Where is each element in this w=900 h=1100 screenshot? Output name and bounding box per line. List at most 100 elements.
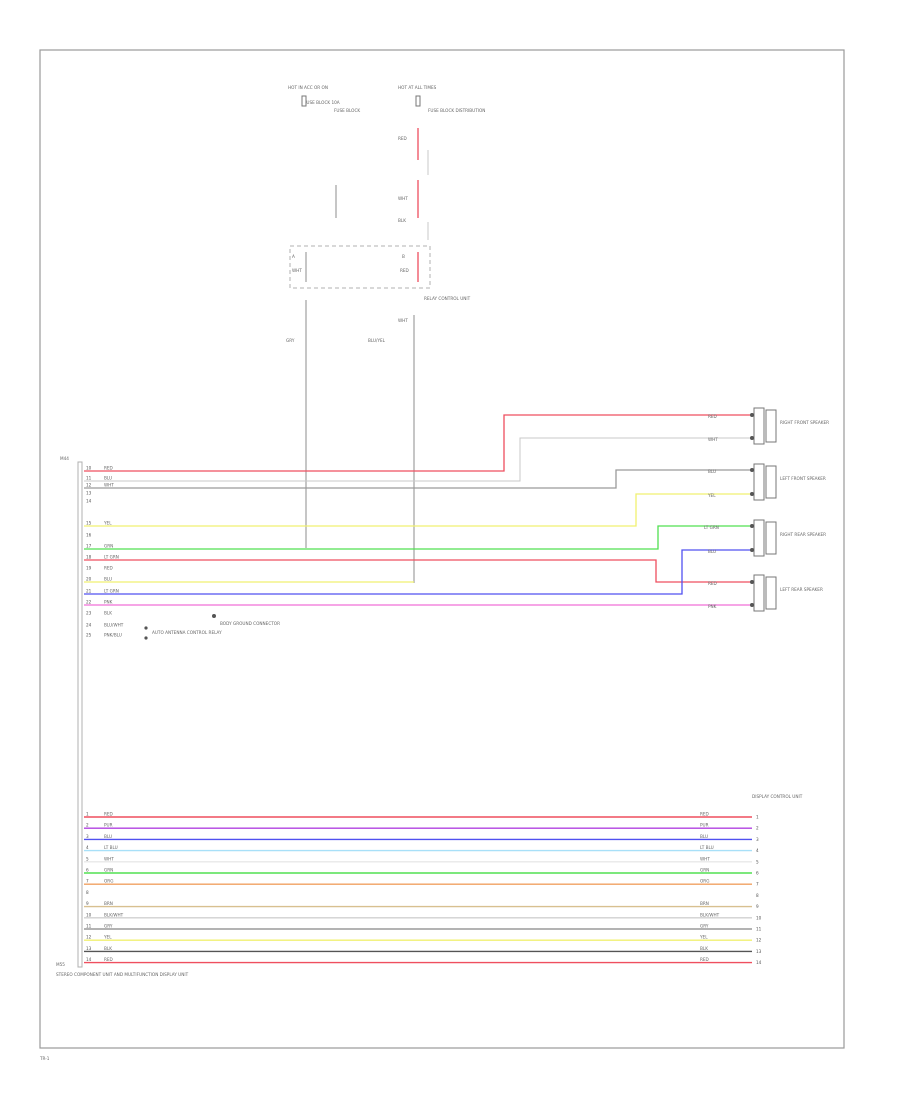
speaker-rf-body — [765, 409, 777, 443]
radio-pin-color: BLU/WHT — [104, 623, 124, 628]
speaker-lf-wire-b: YEL — [707, 493, 716, 498]
bus-pin-number: 12 — [86, 935, 92, 940]
radio-pin-number: 11 — [86, 476, 92, 481]
speaker-rf-connector — [753, 407, 765, 445]
speaker-rf-pin-a — [750, 413, 754, 417]
bus-pin-number: 9 — [86, 901, 89, 906]
speaker-rf: RIGHT FRONT SPEAKER RED WHT — [708, 407, 829, 445]
relay-pin-b-left: WHT — [292, 268, 302, 273]
wire-rr-grn — [84, 525, 752, 550]
bus-wire-end-color: BLU — [700, 834, 708, 839]
speaker-rr: RIGHT REAR SPEAKER LT GRN BLU — [704, 519, 826, 557]
bus-pin-number: 2 — [86, 823, 89, 828]
bus-end-pin: 7 — [756, 882, 759, 887]
radio-pin-number: 10 — [86, 466, 92, 471]
speaker-rf-label: RIGHT FRONT SPEAKER — [780, 420, 829, 425]
bus-pin-number: 14 — [86, 957, 92, 962]
relay-pin-a-right: B — [402, 254, 405, 259]
bus-end-pin: 10 — [756, 915, 762, 920]
bus-pin-number: 11 — [86, 924, 92, 929]
bus-wire-end-color: BRN — [700, 901, 709, 906]
bus-end-pin: 11 — [756, 927, 762, 932]
bus-end-pin: 14 — [756, 960, 762, 965]
bus-pin-number: 10 — [86, 912, 92, 917]
bus-pin-number: 7 — [86, 879, 89, 884]
wire-label-wht-mid: WHT — [398, 318, 408, 323]
bus-pin-number: 6 — [86, 868, 89, 873]
wire-lf-gray — [84, 469, 752, 489]
radio-pin-color: LT GRN — [104, 589, 119, 594]
antenna-label: AUTO ANTENNA CONTROL RELAY — [152, 630, 222, 635]
bus-pin-number: 3 — [86, 834, 89, 839]
wire-rf-red — [84, 414, 752, 472]
radio-pin-number: 14 — [86, 499, 92, 504]
speaker-lf-pin-b — [750, 492, 754, 496]
radio-pin-number: 15 — [86, 521, 92, 526]
bus-wire-end-color: GRN — [700, 868, 709, 873]
bus-wire-end-color: YEL — [699, 935, 708, 940]
radio-pin-color: RED — [104, 566, 113, 571]
wire-label-blk-top: BLK — [398, 218, 406, 223]
fuse-right-symbol — [415, 95, 421, 107]
speaker-rr-body — [765, 521, 777, 555]
speaker-lf-label: LEFT FRONT SPEAKER — [780, 476, 826, 481]
bus-end-pin: 9 — [756, 904, 759, 909]
wire-lr-blu — [84, 549, 752, 595]
bus-wire-color: GRN — [104, 868, 113, 873]
radio-pin-number: 19 — [86, 566, 92, 571]
bus-wire-color: BRN — [104, 901, 113, 906]
speaker-rf-wire-b: WHT — [708, 437, 718, 442]
radio-pin-number: 13 — [86, 491, 92, 496]
bus-wire-color: LT BLU — [104, 845, 118, 850]
bus-wire-color: WHT — [104, 856, 114, 861]
speaker-rf-pin-b — [750, 436, 754, 440]
bus-wire-end-color: LT BLU — [700, 845, 714, 850]
bus-wire-end-color: BLK/WHT — [700, 912, 720, 917]
radio-pin-color: BLK — [104, 611, 112, 616]
footer-code: TR-1 — [39, 1056, 50, 1061]
radio-pin-color: BLU — [104, 476, 112, 481]
speaker-lf-body — [765, 465, 777, 499]
bus-wire-end-color: ORG — [700, 879, 709, 884]
wire-label-gy: GRY — [286, 338, 295, 343]
antenna-point-2 — [144, 636, 148, 640]
radio-pin-number: 22 — [86, 600, 92, 605]
bus-wire-color: BLK — [104, 946, 112, 951]
speaker-lr-pin-a — [750, 580, 754, 584]
bus-pin-number: 13 — [86, 946, 92, 951]
bus-end-pin: 3 — [756, 837, 759, 842]
speaker-rr-connector — [753, 519, 765, 557]
bus-pin-number: 5 — [86, 856, 89, 861]
speaker-rr-wire-b: BLU — [708, 549, 716, 554]
wire-lf-yel — [84, 493, 752, 527]
speaker-lf-connector — [753, 463, 765, 501]
radio-bottom-note: STEREO COMPONENT UNIT AND MULTIFUNCTION … — [56, 972, 189, 977]
radio-pin-color: PNK — [104, 600, 113, 605]
speaker-lr: LEFT REAR SPEAKER RED PNK — [708, 574, 823, 612]
speaker-wiring: RIGHT FRONT SPEAKER RED WHT LEFT FRONT S… — [84, 407, 829, 612]
bus-end-pin: 8 — [756, 893, 759, 898]
radio-pin-number: 25 — [86, 633, 92, 638]
fuse-left-sub-label: FUSE BLOCK 10A — [304, 100, 340, 105]
speaker-rr-pin-a — [750, 524, 754, 528]
bus-end-pin: 2 — [756, 826, 759, 831]
relay-pin-a-left: A — [292, 254, 295, 259]
bus-wire-end-color: WHT — [700, 856, 710, 861]
bus-end-pin: 4 — [756, 848, 759, 853]
ground-point — [212, 614, 216, 618]
bus-end-pin: 13 — [756, 949, 762, 954]
speaker-lr-label: LEFT REAR SPEAKER — [780, 587, 823, 592]
radio-pin-number: 12 — [86, 483, 92, 488]
speaker-lr-connector — [753, 574, 765, 612]
radio-pin-number: 18 — [86, 555, 92, 560]
bus-wire-end-color: GRY — [700, 924, 709, 929]
bus-wire-color: RED — [104, 957, 113, 962]
radio-pin-number: 24 — [86, 623, 92, 628]
relay-box — [289, 245, 431, 289]
bus-end-pin: 1 — [756, 815, 759, 820]
fuse-left-label: HOT IN ACC OR ON — [288, 85, 328, 90]
relay-label: RELAY CONTROL UNIT — [424, 296, 471, 301]
